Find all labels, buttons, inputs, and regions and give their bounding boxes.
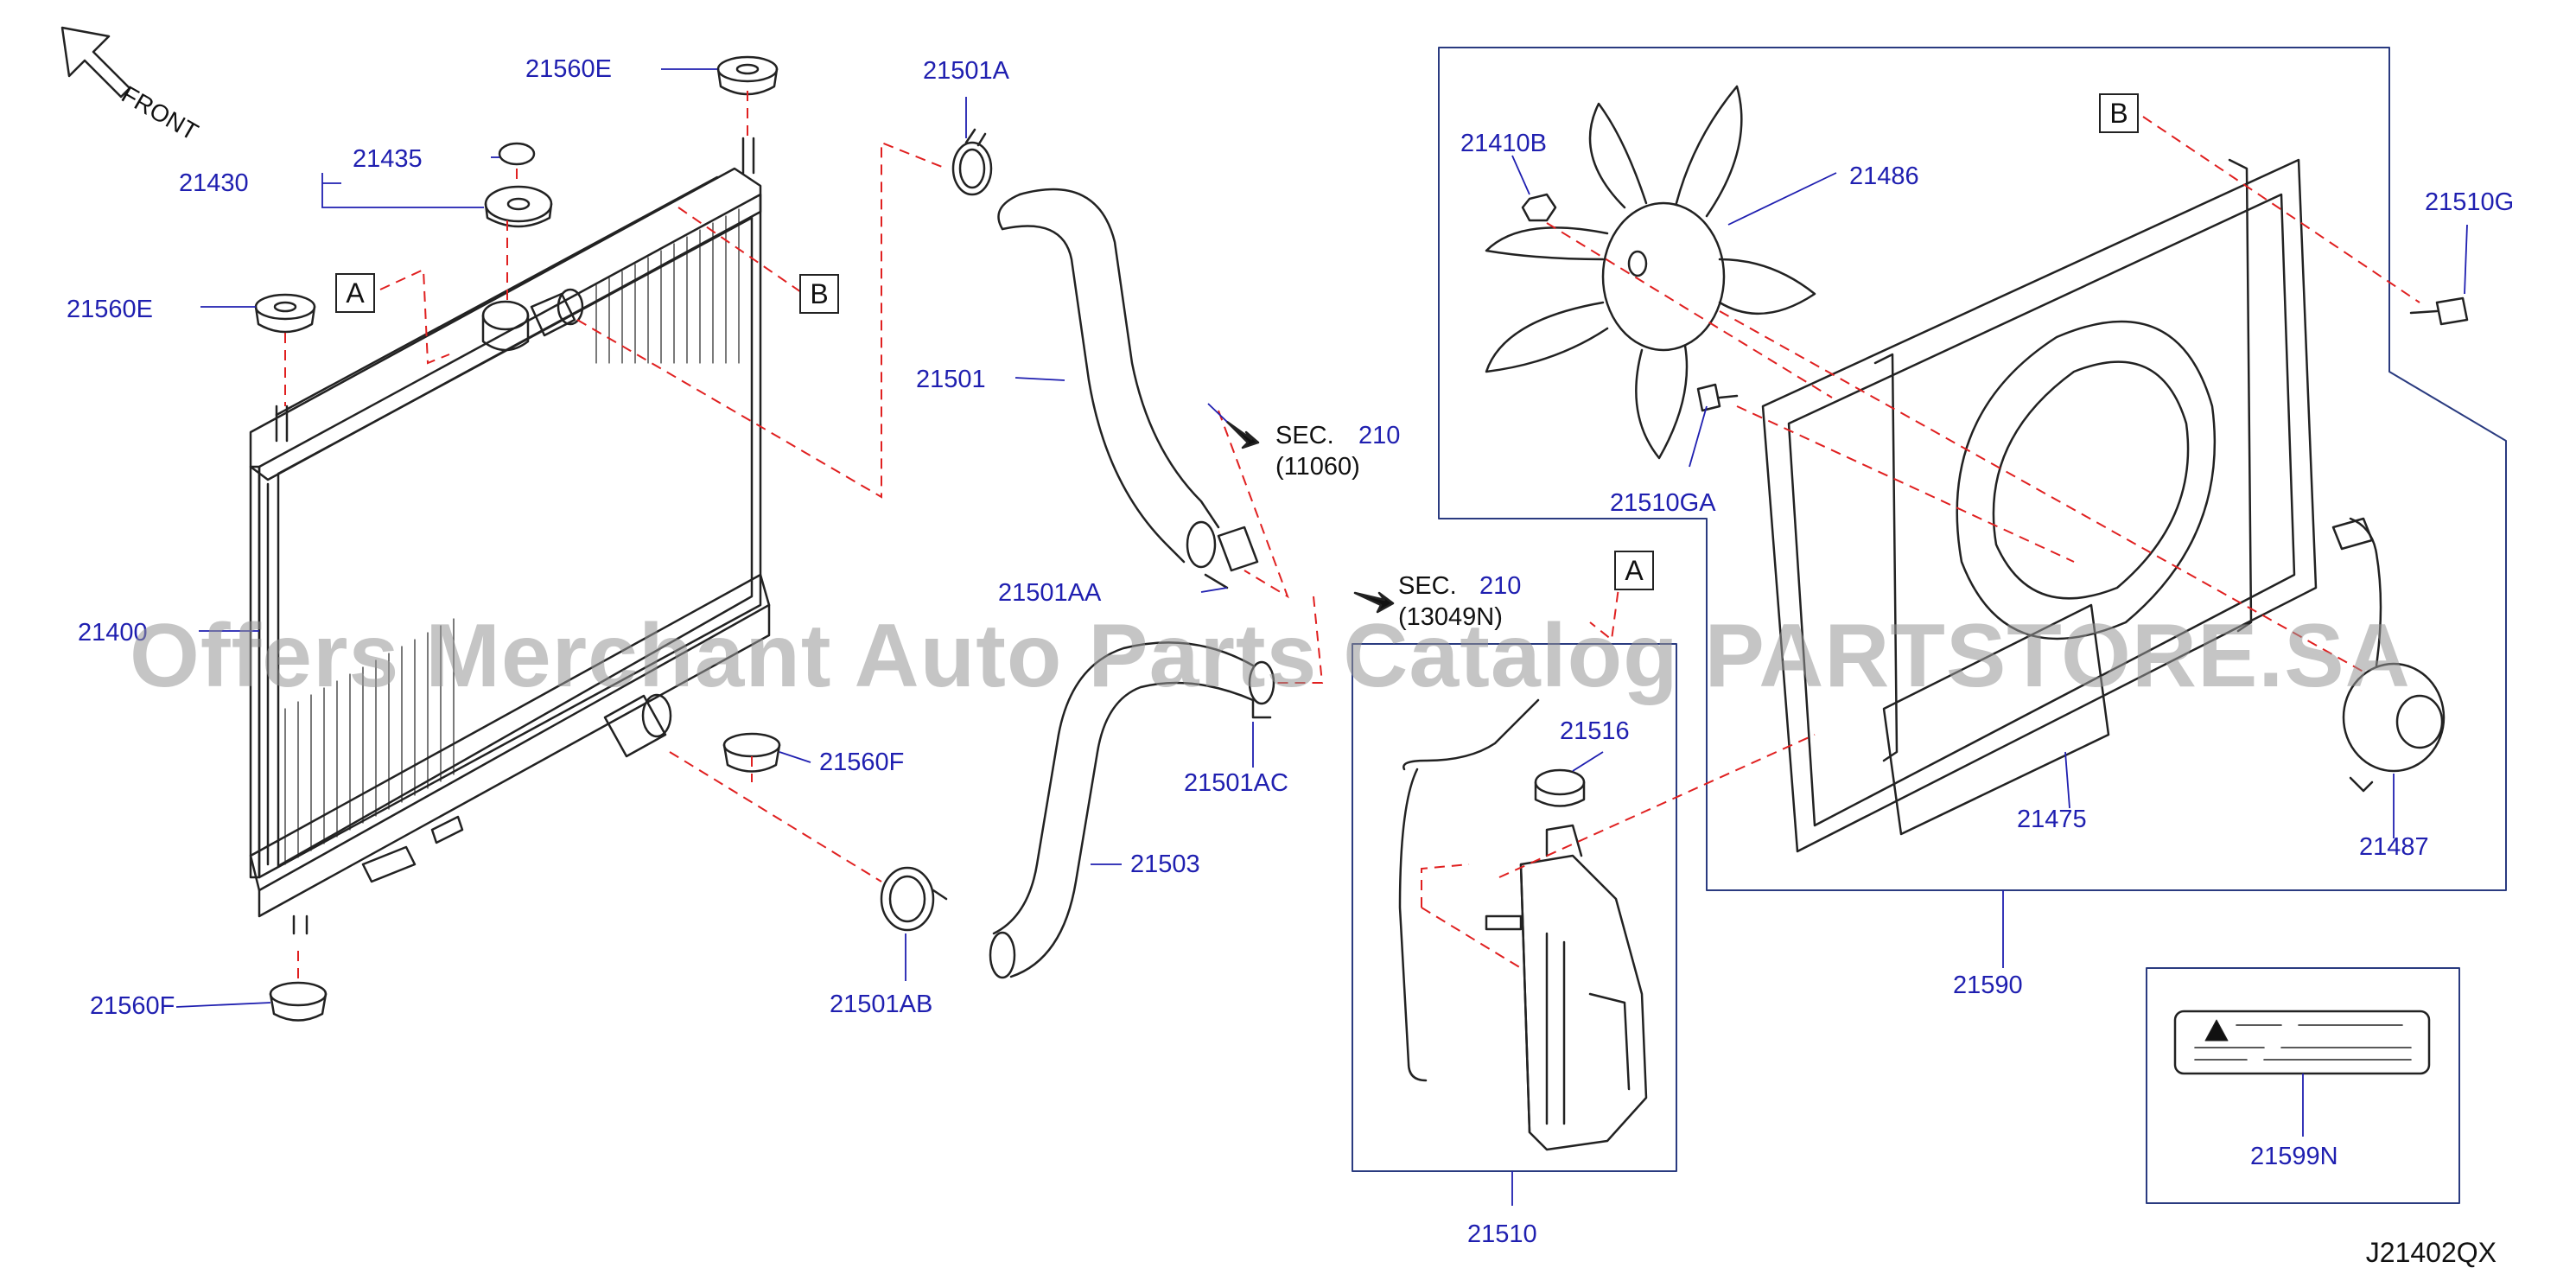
part-label-21516: 21516 <box>1560 717 1630 745</box>
clamp-21501AC <box>1248 660 1275 719</box>
sec-label: SEC. <box>1275 422 1334 449</box>
reference-marker-a: A <box>1614 551 1654 590</box>
bushing-21560F-bot <box>269 981 328 1022</box>
bushing-21560E-left <box>254 293 316 334</box>
reservoir-cap-21516 <box>1534 768 1586 807</box>
sec-arrow-icon <box>1225 420 1260 449</box>
part-label-21486: 21486 <box>1849 162 1919 190</box>
part-label-21501AC: 21501AC <box>1184 769 1288 797</box>
sec-reference: (13049N) <box>1398 603 1503 631</box>
part-label-21501A: 21501A <box>923 57 1009 85</box>
part-label-21501AA: 21501AA <box>998 579 1102 607</box>
reference-marker-b: B <box>2099 93 2139 133</box>
part-label-21590: 21590 <box>1953 972 2023 999</box>
part-label-21510G: 21510G <box>2425 188 2515 216</box>
part-label-21560E: 21560E <box>67 296 153 323</box>
clamp-21501AA <box>1204 526 1259 589</box>
sec-label: SEC. <box>1398 572 1457 600</box>
fan-group-frame <box>1438 47 2507 891</box>
part-label-21435: 21435 <box>353 145 423 173</box>
lower-hose-21503 <box>989 641 1255 979</box>
sec-arrow-icon <box>1353 591 1395 614</box>
part-label-21487: 21487 <box>2359 833 2429 861</box>
fan-motor-21487 <box>2331 517 2446 793</box>
sec-number: 210 <box>1358 422 1401 449</box>
watermark: Offers Merchant Auto Parts Catalog PARTS… <box>130 606 2411 706</box>
nut-21410B <box>1521 193 1557 222</box>
clamp-21501AB <box>880 866 948 932</box>
part-label-21560F: 21560F <box>90 992 175 1020</box>
part-label-21475: 21475 <box>2017 806 2087 833</box>
label-group-frame <box>2146 967 2460 1204</box>
part-label-21560E: 21560E <box>525 55 612 83</box>
shroud-21475 <box>1761 158 2318 853</box>
sec-number: 210 <box>1479 572 1522 600</box>
part-label-21510GA: 21510GA <box>1610 489 1716 517</box>
reference-marker-a: A <box>335 273 375 313</box>
screw-21510GA <box>1696 383 1739 412</box>
caution-label-21599N <box>2173 1010 2431 1075</box>
part-label-21503: 21503 <box>1130 851 1200 878</box>
cap-seal-21435 <box>498 142 536 166</box>
part-label-21510: 21510 <box>1467 1220 1537 1248</box>
part-label-21501AB: 21501AB <box>830 991 933 1018</box>
diagram-code: J21402QX <box>2365 1237 2496 1268</box>
bushing-21560E-top <box>716 55 779 96</box>
part-label-21501: 21501 <box>916 366 986 393</box>
part-label-21599N: 21599N <box>2250 1143 2338 1170</box>
bolt-21510G <box>2409 296 2469 326</box>
radiator-drawing <box>249 137 771 935</box>
radiator-cap-21430 <box>484 185 553 228</box>
part-label-21430: 21430 <box>179 169 249 197</box>
reference-marker-b: B <box>799 274 839 314</box>
reservoir-tank-21510 <box>1398 698 1648 1151</box>
part-label-21410B: 21410B <box>1460 130 1547 157</box>
part-label-21400: 21400 <box>78 619 148 647</box>
upper-hose-21501 <box>997 188 1220 569</box>
sec-reference: (11060) <box>1275 453 1360 481</box>
part-label-21560F: 21560F <box>819 749 905 776</box>
clamp-21501A <box>951 128 993 196</box>
fan-blade-21486 <box>1485 85 1816 460</box>
reservoir-group-frame <box>1352 643 1677 1172</box>
front-arrow-icon <box>60 26 131 99</box>
connection-lines <box>284 91 2420 981</box>
leader-lines <box>175 68 2468 1206</box>
